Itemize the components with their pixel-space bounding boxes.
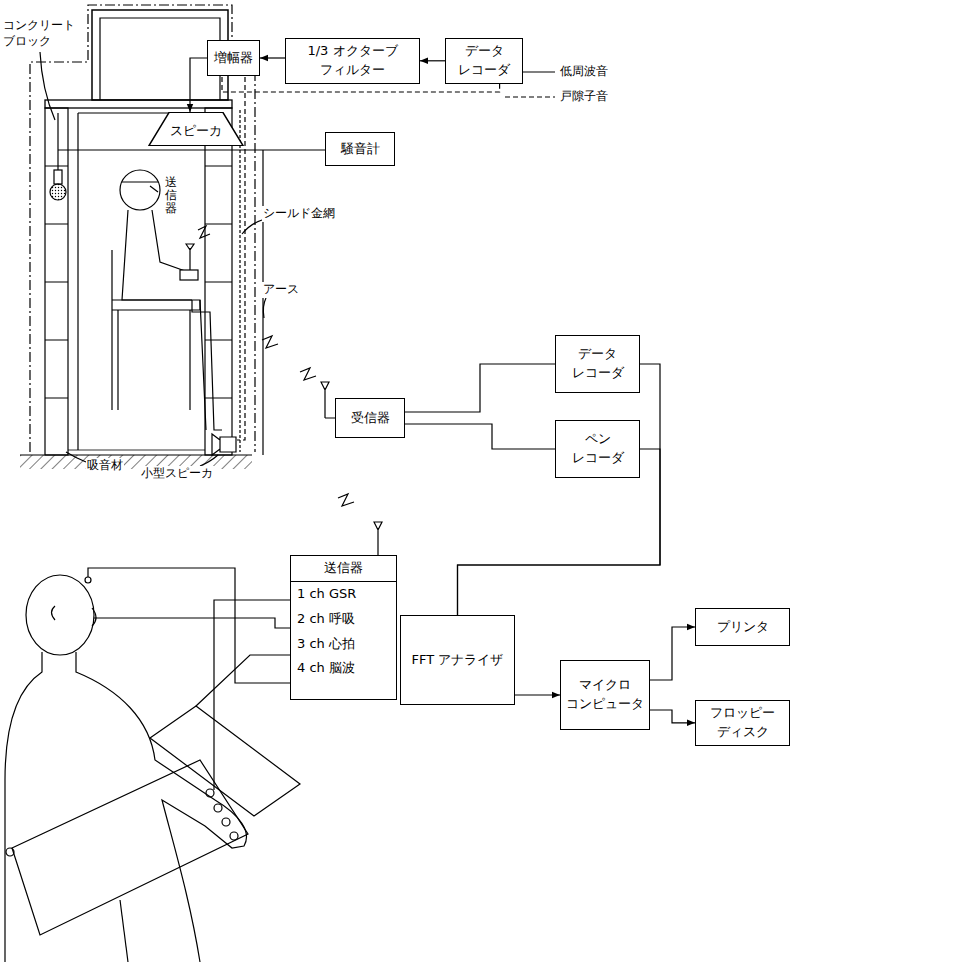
resp-wire xyxy=(94,618,290,628)
body-outline xyxy=(76,652,246,962)
printer-box: プリンタ xyxy=(695,608,790,646)
part-label: 送信器 xyxy=(164,176,178,216)
lead-bracket xyxy=(12,760,248,935)
antenna xyxy=(374,522,382,555)
mic-head xyxy=(50,184,66,200)
mic-cord xyxy=(57,113,58,170)
box-label: 送信器 xyxy=(291,556,396,582)
channel-label: 2 ch 呼吸 xyxy=(291,607,396,632)
connector xyxy=(405,424,555,449)
block-joints xyxy=(45,166,232,398)
leader xyxy=(40,52,55,120)
part-label: コンクリート ブロック xyxy=(2,18,82,49)
electrode xyxy=(85,577,91,583)
analyzer-box: FFT アナライザ xyxy=(400,615,515,705)
box-label: 受信器 xyxy=(351,409,390,428)
subject-head xyxy=(120,170,160,210)
leader xyxy=(242,220,262,234)
radio-wave xyxy=(262,336,278,348)
radio-wave xyxy=(300,368,316,380)
earth-wire xyxy=(262,150,263,455)
connector xyxy=(190,58,207,112)
subject-legs xyxy=(192,300,222,430)
box-label: 1/3 オクターブ フィルター xyxy=(291,42,414,80)
body-head xyxy=(26,575,94,655)
electrode xyxy=(214,804,222,812)
body-face xyxy=(52,606,97,626)
part-label: 小型スピーカ xyxy=(140,466,214,482)
box-label: プリンタ xyxy=(717,618,769,637)
inner-lining xyxy=(77,113,78,450)
speaker-shape: スピーカ xyxy=(148,112,244,146)
box-label: FFT アナライザ xyxy=(412,651,504,670)
meter-box: 騒音計 xyxy=(325,132,395,166)
mic-wire xyxy=(58,149,325,150)
legend-dashed xyxy=(505,96,555,97)
connector xyxy=(420,60,445,61)
antenna xyxy=(186,244,194,270)
subject-face xyxy=(122,182,158,192)
radio-wave xyxy=(338,494,354,506)
part-label: 吸音材 xyxy=(86,458,124,474)
eeg-wire xyxy=(88,568,290,683)
dashed-feed xyxy=(237,77,245,440)
box-label: ペン レコーダ xyxy=(561,430,634,468)
small-speaker-symbol xyxy=(212,434,236,455)
legend-text: 低周波音 xyxy=(560,64,608,80)
electrode xyxy=(206,789,214,797)
part-label: アース xyxy=(262,282,300,298)
connector xyxy=(458,364,661,615)
box-label: データ レコーダ xyxy=(451,42,517,80)
box-label: 増幅器 xyxy=(214,49,253,68)
legend-text: 戸隙子音 xyxy=(560,89,608,105)
transmitter-box: 送信器1 ch GSR2 ch 呼吸3 ch 心拍4 ch 脳波 xyxy=(290,555,397,700)
box-label: マイクロ コンピュータ xyxy=(566,676,644,714)
body-outline xyxy=(120,900,128,962)
connector xyxy=(260,57,285,58)
body-outline xyxy=(5,652,42,962)
chair xyxy=(112,250,200,410)
radio-wave xyxy=(198,226,210,238)
channel-label: 4 ch 脳波 xyxy=(291,656,396,681)
receiver-box: 受信器 xyxy=(335,398,405,438)
small-transmitter xyxy=(180,270,198,280)
filter-box: 1/3 オクターブ フィルター xyxy=(285,38,420,84)
roof-slab xyxy=(45,100,232,108)
mic-body xyxy=(54,170,62,184)
gsr-wire xyxy=(214,600,290,790)
computer-box: マイクロ コンピュータ xyxy=(560,660,650,730)
electrode xyxy=(222,818,230,826)
speaker-tower-inner xyxy=(100,18,220,100)
box-label: 騒音計 xyxy=(341,140,380,159)
leader xyxy=(200,455,218,466)
channel-label: 3 ch 心拍 xyxy=(291,632,396,657)
floor-hatch xyxy=(20,455,252,469)
connector xyxy=(515,694,560,695)
connector xyxy=(650,627,695,680)
ecg-wire xyxy=(196,655,290,706)
subject-body xyxy=(122,210,192,300)
box-label: スピーカ xyxy=(170,122,222,141)
floppy-box: フロッピー ディスク xyxy=(695,700,790,746)
box-label: データ レコーダ xyxy=(561,345,634,383)
connector xyxy=(650,710,695,723)
amplifier-box: 増幅器 xyxy=(207,40,260,76)
absorber-layer xyxy=(68,450,205,451)
antenna xyxy=(321,382,335,418)
leader xyxy=(66,452,86,462)
recorder-box: データ レコーダ xyxy=(555,335,640,393)
channel-label: 1 ch GSR xyxy=(291,582,396,607)
shield-mesh xyxy=(239,110,240,452)
connector xyxy=(405,364,555,412)
box-label: フロッピー ディスク xyxy=(701,704,784,742)
recorder-box: データ レコーダ xyxy=(445,38,523,84)
pen-recorder-box: ペン レコーダ xyxy=(555,420,640,478)
leader xyxy=(263,298,266,318)
part-label: シールド金網 xyxy=(262,206,336,222)
